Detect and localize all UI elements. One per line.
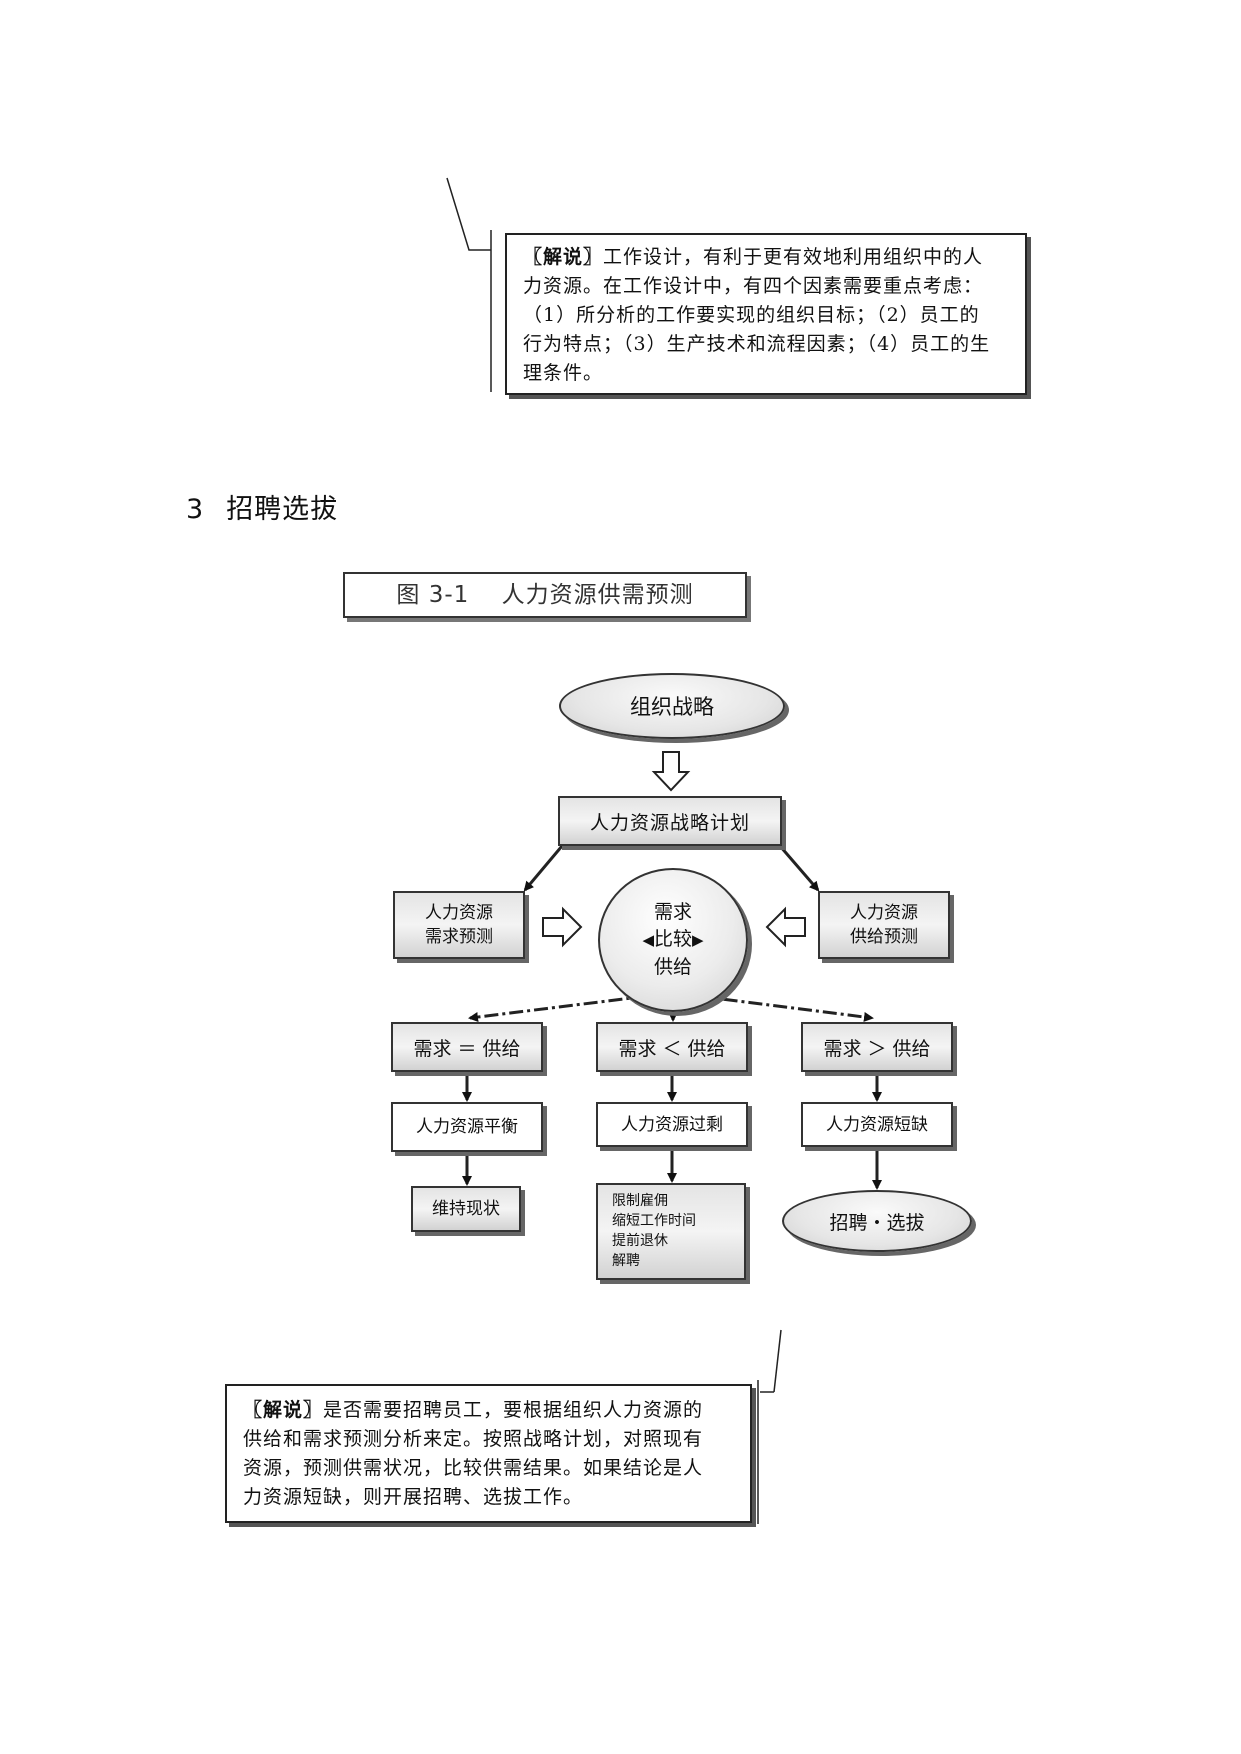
note2-line-1: 是否需要招聘员工，要根据组织人力资源的 bbox=[323, 1399, 704, 1421]
node-supply-forecast: 人力资源 供给预测 bbox=[818, 891, 950, 959]
figure-caption: 图 3-1 人力资源供需预测 bbox=[343, 572, 747, 618]
connector-plan-to-demand bbox=[523, 845, 564, 892]
measure-item: 限制雇佣 bbox=[612, 1193, 668, 1209]
hollow-arrow-down bbox=[651, 751, 691, 792]
note1-line-2: 力资源。在工作设计中，有四个因素需要重点考虑： bbox=[523, 275, 984, 297]
explanation-text-2: 〖解说〗是否需要招聘员工，要根据组织人力资源的供给和需求预测分析来定。按照战略计… bbox=[243, 1396, 734, 1512]
explanation-box-1: 〖解说〗工作设计，有利于更有效地利用组织中的人力资源。在工作设计中，有四个因素需… bbox=[505, 233, 1027, 395]
note1-line-5: 理条件。 bbox=[523, 362, 604, 384]
compare-middle-row: ◀比较▶ bbox=[642, 926, 703, 954]
note1-line-1: 工作设计，有利于更有效地利用组织中的人 bbox=[603, 246, 984, 268]
node-org-strategy: 组织战略 bbox=[559, 673, 785, 739]
compare-top: 需求 bbox=[653, 901, 692, 923]
section-heading: 3 招聘选拔 bbox=[186, 487, 338, 526]
compare-middle: 比较 bbox=[653, 928, 692, 950]
node-demand-forecast: 人力资源 需求预测 bbox=[393, 891, 525, 959]
node-hr-balance: 人力资源平衡 bbox=[391, 1102, 543, 1152]
explanation-box-2: 〖解说〗是否需要招聘员工，要根据组织人力资源的供给和需求预测分析来定。按照战略计… bbox=[225, 1384, 752, 1523]
section-title: 招聘选拔 bbox=[226, 494, 339, 525]
node-demand-greater-than-supply: 需求 ＞ 供给 bbox=[801, 1022, 953, 1072]
demand-forecast-line-2: 需求预测 bbox=[425, 927, 493, 947]
compare-bottom: 供给 bbox=[653, 956, 692, 978]
explanation-label-1: 〖解说〗 bbox=[523, 246, 604, 268]
explanation-label-2: 〖解说〗 bbox=[243, 1399, 324, 1421]
node-maintain-status-quo: 维持现状 bbox=[411, 1186, 521, 1232]
note1-line-4: 行为特点；（3）生产技术和流程因素；（4）员工的生 bbox=[523, 333, 991, 355]
explanation-text-1: 〖解说〗工作设计，有利于更有效地利用组织中的人力资源。在工作设计中，有四个因素需… bbox=[523, 243, 1009, 388]
node-recruit-select: 招聘・选拔 bbox=[782, 1190, 972, 1252]
note2-line-4: 力资源短缺，则开展招聘、选拔工作。 bbox=[243, 1486, 584, 1508]
measure-item: 解聘 bbox=[612, 1253, 640, 1269]
note2-line-3: 资源，预测供需状况，比较供需结果。如果结论是人 bbox=[243, 1457, 704, 1479]
measure-item: 提前退休 bbox=[612, 1233, 668, 1249]
demand-forecast-line-1: 人力资源 bbox=[425, 903, 493, 923]
node-hr-surplus: 人力资源过剩 bbox=[596, 1102, 748, 1147]
hollow-arrow-left bbox=[765, 906, 806, 948]
supply-forecast-line-1: 人力资源 bbox=[850, 903, 918, 923]
measure-item: 缩短工作时间 bbox=[612, 1213, 696, 1229]
node-demand-less-than-supply: 需求 ＜ 供给 bbox=[596, 1022, 748, 1072]
section-number: 3 bbox=[186, 494, 205, 525]
note2-line-2: 供给和需求预测分析来定。按照战略计划，对照现有 bbox=[243, 1428, 704, 1450]
node-hr-shortage: 人力资源短缺 bbox=[801, 1102, 953, 1147]
node-demand-equals-supply: 需求 ＝ 供给 bbox=[391, 1022, 543, 1072]
connector-plan-to-supply bbox=[778, 845, 820, 892]
right-triangle-icon: ▶ bbox=[692, 931, 704, 949]
node-hr-strategic-plan: 人力资源战略计划 bbox=[558, 796, 782, 846]
hollow-arrow-right bbox=[542, 906, 583, 948]
note1-line-3: （1）所分析的工作要实现的组织目标；（2）员工的 bbox=[523, 304, 980, 326]
node-surplus-measures: 限制雇佣 缩短工作时间 提前退休 解聘 bbox=[596, 1183, 746, 1280]
left-triangle-icon: ◀ bbox=[642, 931, 654, 949]
node-compare: 需求 ◀比较▶ 供给 bbox=[598, 868, 748, 1012]
supply-forecast-line-2: 供给预测 bbox=[850, 927, 918, 947]
